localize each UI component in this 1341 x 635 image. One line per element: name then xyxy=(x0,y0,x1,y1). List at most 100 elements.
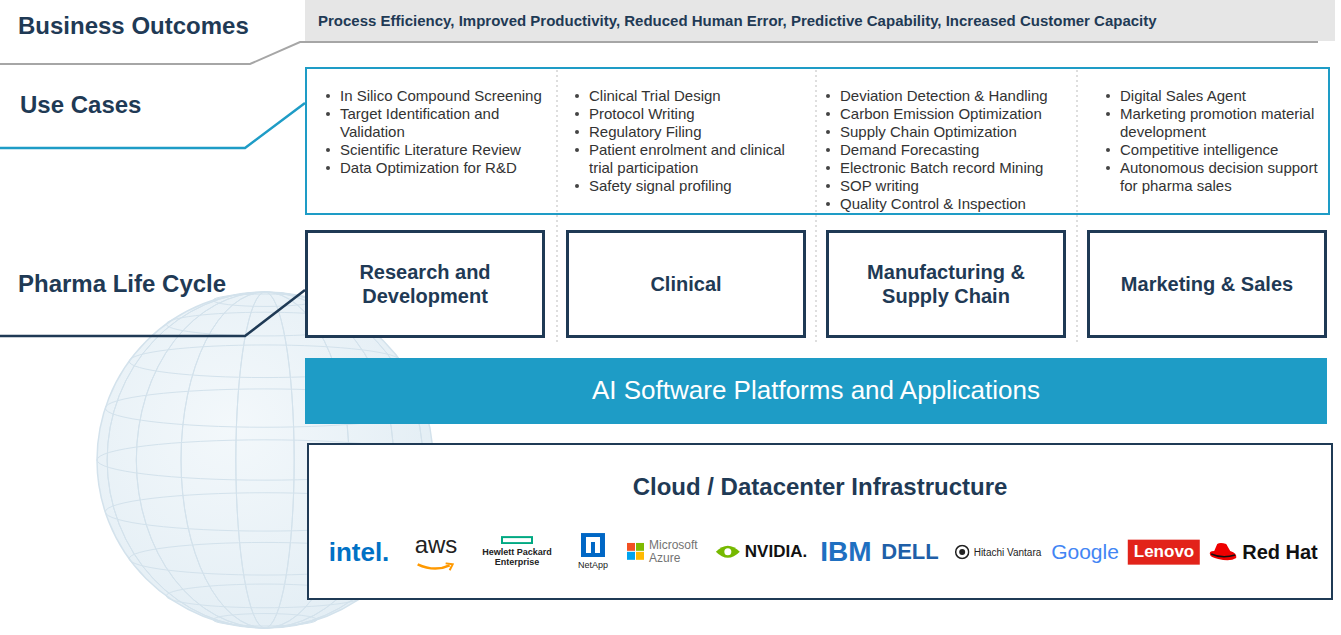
use-case-text: Marketing promotion material development xyxy=(1120,105,1325,141)
vendor-logo: Hitachi Vantara xyxy=(955,545,1042,560)
bullet-dot xyxy=(826,184,830,188)
platform-title: AI Software Platforms and Applications xyxy=(592,375,1040,406)
use-case-text: SOP writing xyxy=(840,177,1077,195)
column-separator xyxy=(557,70,1077,345)
vendor-name: Hewlett Packard Enterprise xyxy=(480,548,554,568)
use-case-column: Clinical Trial DesignProtocol WritingReg… xyxy=(572,87,800,195)
use-case-text: Data Optimization for R&D xyxy=(340,159,545,177)
bullet-dot xyxy=(575,130,579,134)
bullet-dot xyxy=(1106,94,1110,98)
outcome-text: Process Efficiency, Improved Productivit… xyxy=(318,12,1157,30)
vendor-logo: NVIDIA. xyxy=(715,543,807,562)
use-case-item: Clinical Trial Design xyxy=(572,87,800,105)
vendor-logo: Lenovo xyxy=(1128,540,1200,565)
bullet-dot xyxy=(326,166,330,170)
use-case-column: Deviation Detection & HandlingCarbon Emi… xyxy=(823,87,1077,213)
bullet-dot xyxy=(326,112,330,116)
stage-title: Clinical xyxy=(650,272,721,296)
stage-title: Marketing & Sales xyxy=(1121,272,1293,296)
vendor-name: Red Hat xyxy=(1242,541,1318,563)
use-case-item: In Silico Compound Screening xyxy=(323,87,545,105)
bullet-dot xyxy=(1106,148,1110,152)
use-case-text: Target Identification and Validation xyxy=(340,105,545,141)
use-case-text: Safety signal profiling xyxy=(589,177,800,195)
bullet-dot xyxy=(575,112,579,116)
vendor-logo: Google xyxy=(1051,540,1119,563)
vendor-logo: Microsoft Azure xyxy=(627,539,707,565)
use-case-text: Quality Control & Inspection xyxy=(840,195,1077,213)
use-case-text: Demand Forecasting xyxy=(840,141,1077,159)
use-case-item: Data Optimization for R&D xyxy=(323,159,545,177)
infrastructure-box: Cloud / Datacenter Infrastructure intel. a… xyxy=(307,443,1333,600)
use-case-item: Marketing promotion material development xyxy=(1103,105,1325,141)
outcome-band: Process Efficiency, Improved Productivit… xyxy=(305,0,1335,41)
bullet-dot xyxy=(326,148,330,152)
use-case-item: Supply Chain Optimization xyxy=(823,123,1077,141)
use-case-item: Scientific Literature Review xyxy=(323,141,545,159)
vendor-name: intel. xyxy=(329,538,390,567)
bullet-dot xyxy=(826,130,830,134)
vendor-name: NVIDIA. xyxy=(745,543,807,562)
bullet-dot xyxy=(826,166,830,170)
use-case-item: Electronic Batch record Mining xyxy=(823,159,1077,177)
use-case-item: Regulatory Filing xyxy=(572,123,800,141)
netapp-icon xyxy=(581,533,605,557)
bullet-dot xyxy=(1106,112,1110,116)
use-case-text: Digital Sales Agent xyxy=(1120,87,1325,105)
platform-bar: AI Software Platforms and Applications xyxy=(305,358,1327,424)
use-case-text: Supply Chain Optimization xyxy=(840,123,1077,141)
bullet-dot xyxy=(575,94,579,98)
lifecycle-stage-box: Manufacturing & Supply Chain xyxy=(826,230,1066,338)
infrastructure-title: Cloud / Datacenter Infrastructure xyxy=(309,473,1331,501)
use-case-item: Deviation Detection & Handling xyxy=(823,87,1077,105)
use-case-text: Autonomous decision support for pharma s… xyxy=(1120,159,1325,195)
hpe-icon xyxy=(501,536,533,544)
use-case-item: SOP writing xyxy=(823,177,1077,195)
bullet-dot xyxy=(826,112,830,116)
use-case-item: Competitive intelligence xyxy=(1103,141,1325,159)
use-case-item: Patient enrolment and clinical trial par… xyxy=(572,141,800,177)
hitachi-icon xyxy=(955,545,970,560)
use-case-item: Quality Control & Inspection xyxy=(823,195,1077,213)
use-case-text: Carbon Emission Optimization xyxy=(840,105,1077,123)
vendor-name: Hitachi Vantara xyxy=(974,547,1042,558)
use-case-column: Digital Sales AgentMarketing promotion m… xyxy=(1103,87,1325,195)
bullet-dot xyxy=(575,148,579,152)
use-case-item: Demand Forecasting xyxy=(823,141,1077,159)
bullet-dot xyxy=(326,94,330,98)
vendor-logo: NetApp xyxy=(578,533,608,571)
vendor-name: Microsoft Azure xyxy=(649,539,707,565)
pointer-line xyxy=(0,42,1318,64)
vendor-logo: aws xyxy=(415,532,458,571)
use-case-item: Autonomous decision support for pharma s… xyxy=(1103,159,1325,195)
bullet-dot xyxy=(826,148,830,152)
use-case-column: In Silico Compound ScreeningTarget Ident… xyxy=(323,87,545,177)
use-case-item: Protocol Writing xyxy=(572,105,800,123)
use-case-item: Carbon Emission Optimization xyxy=(823,105,1077,123)
vendor-logo: DELL xyxy=(881,540,938,564)
vendor-logo: intel. xyxy=(329,538,390,567)
redhat-icon xyxy=(1206,541,1238,563)
vendor-name: Google xyxy=(1051,540,1119,563)
use-case-item: Digital Sales Agent xyxy=(1103,87,1325,105)
section-heading: Pharma Life Cycle xyxy=(18,270,226,298)
vendor-logo: Hewlett Packard Enterprise xyxy=(480,536,554,568)
bullet-dot xyxy=(826,94,830,98)
bullet-dot xyxy=(575,184,579,188)
section-heading: Use Cases xyxy=(20,91,141,119)
use-case-item: Safety signal profiling xyxy=(572,177,800,195)
use-case-item: Target Identification and Validation xyxy=(323,105,545,141)
stage-title: Research and Development xyxy=(318,260,532,308)
stage-title: Manufacturing & Supply Chain xyxy=(839,260,1053,308)
vendor-name: NetApp xyxy=(578,561,608,571)
lifecycle-stage-box: Marketing & Sales xyxy=(1087,230,1327,338)
use-case-text: Deviation Detection & Handling xyxy=(840,87,1077,105)
vendor-name: Lenovo xyxy=(1128,540,1200,565)
use-case-text: Protocol Writing xyxy=(589,105,800,123)
lifecycle-stage-box: Research and Development xyxy=(305,230,545,338)
use-case-text: Patient enrolment and clinical trial par… xyxy=(589,141,800,177)
lifecycle-stage-box: Clinical xyxy=(566,230,806,338)
bullet-dot xyxy=(826,202,830,206)
vendor-logo: IBM xyxy=(820,537,871,568)
